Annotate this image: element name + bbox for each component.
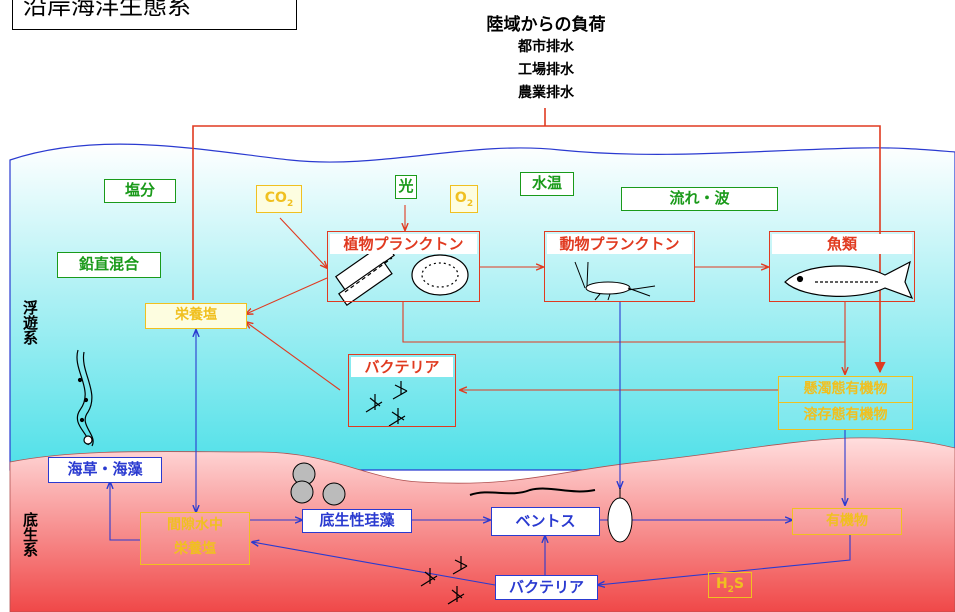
pelagic-zone-text: 浮遊系 [21,300,39,345]
o2-label: O2 [450,185,478,213]
zooplankton-label: 動物プランクトン [547,234,692,254]
benthos-illustration [469,487,633,543]
seaweed-illustration [76,349,94,447]
organic-matter-benthic-node: 有機物 [792,508,902,535]
water-temp-label: 水温 [520,172,574,196]
diagram-title-text: 沿岸海洋生態系 [23,0,191,20]
h2s-s: S [733,576,745,592]
fish-label: 魚類 [772,234,912,254]
bacteria-pelagic-node: バクテリア [348,354,456,427]
water-body [9,143,955,471]
red-flows [246,205,845,390]
porewater-line2: 栄養塩 [174,541,216,557]
nutrients-node: 栄養塩 [145,303,247,329]
seaweed-node: 海草・海藻 [48,457,162,483]
suspended-organic-label: 懸濁態有機物 [803,381,888,397]
benthos-node: ベントス [491,507,600,536]
co2-label: CO2 [256,185,302,213]
land-load-item: 都市排水 [518,39,574,55]
sediment-layer [9,437,955,612]
zooplankton-illustration [574,261,656,301]
phytoplankton-illustration [335,241,469,307]
h2s-h: H [715,576,728,592]
light-label: 光 [395,175,417,199]
land-load-item: 農業排水 [518,85,574,101]
h2s-label: H2S [708,572,752,598]
bacteria-benthic-node: バクテリア [495,575,598,600]
zooplankton-node: 動物プランクトン [544,231,695,302]
co2-text: CO [264,190,287,206]
land-load-item: 工場排水 [518,62,574,78]
dissolved-organic-label: 溶存態有機物 [779,402,912,428]
bacteria-pelagic-label: バクテリア [351,357,453,377]
organic-matter-pelagic-node: 懸濁態有機物 溶存態有機物 [778,376,913,430]
porewater-nutrients-node: 間隙水中 栄養塩 [140,512,250,565]
benthic-diatom-node: 底生性珪藻 [302,509,412,533]
land-load-heading: 陸域からの負荷 [486,15,606,35]
phytoplankton-label: 植物プランクトン [330,234,477,254]
benthic-diatom-illustration [290,462,346,506]
diagram-title: 沿岸海洋生態系 [12,0,297,30]
pelagic-zone-label: 浮遊系 [20,300,39,350]
bacteria-benthic-illustration [420,556,468,605]
bacteria-pelagic-illustration [365,381,408,427]
co2-subscript: 2 [286,198,294,209]
o2-subscript: 2 [466,198,474,209]
salinity-label: 塩分 [104,179,176,203]
vertical-mixing-label: 鉛直混合 [57,252,161,278]
fish-node: 魚類 [769,231,915,302]
o2-text: O [454,190,467,206]
benthic-zone-text: 底生系 [21,512,39,557]
benthic-zone-label: 底生系 [20,512,39,562]
fish-illustration [784,260,914,300]
current-wave-label: 流れ・波 [621,187,778,211]
phytoplankton-node: 植物プランクトン [327,231,480,302]
porewater-line1: 間隙水中 [167,517,223,533]
h2s-subscript: 2 [727,584,734,595]
